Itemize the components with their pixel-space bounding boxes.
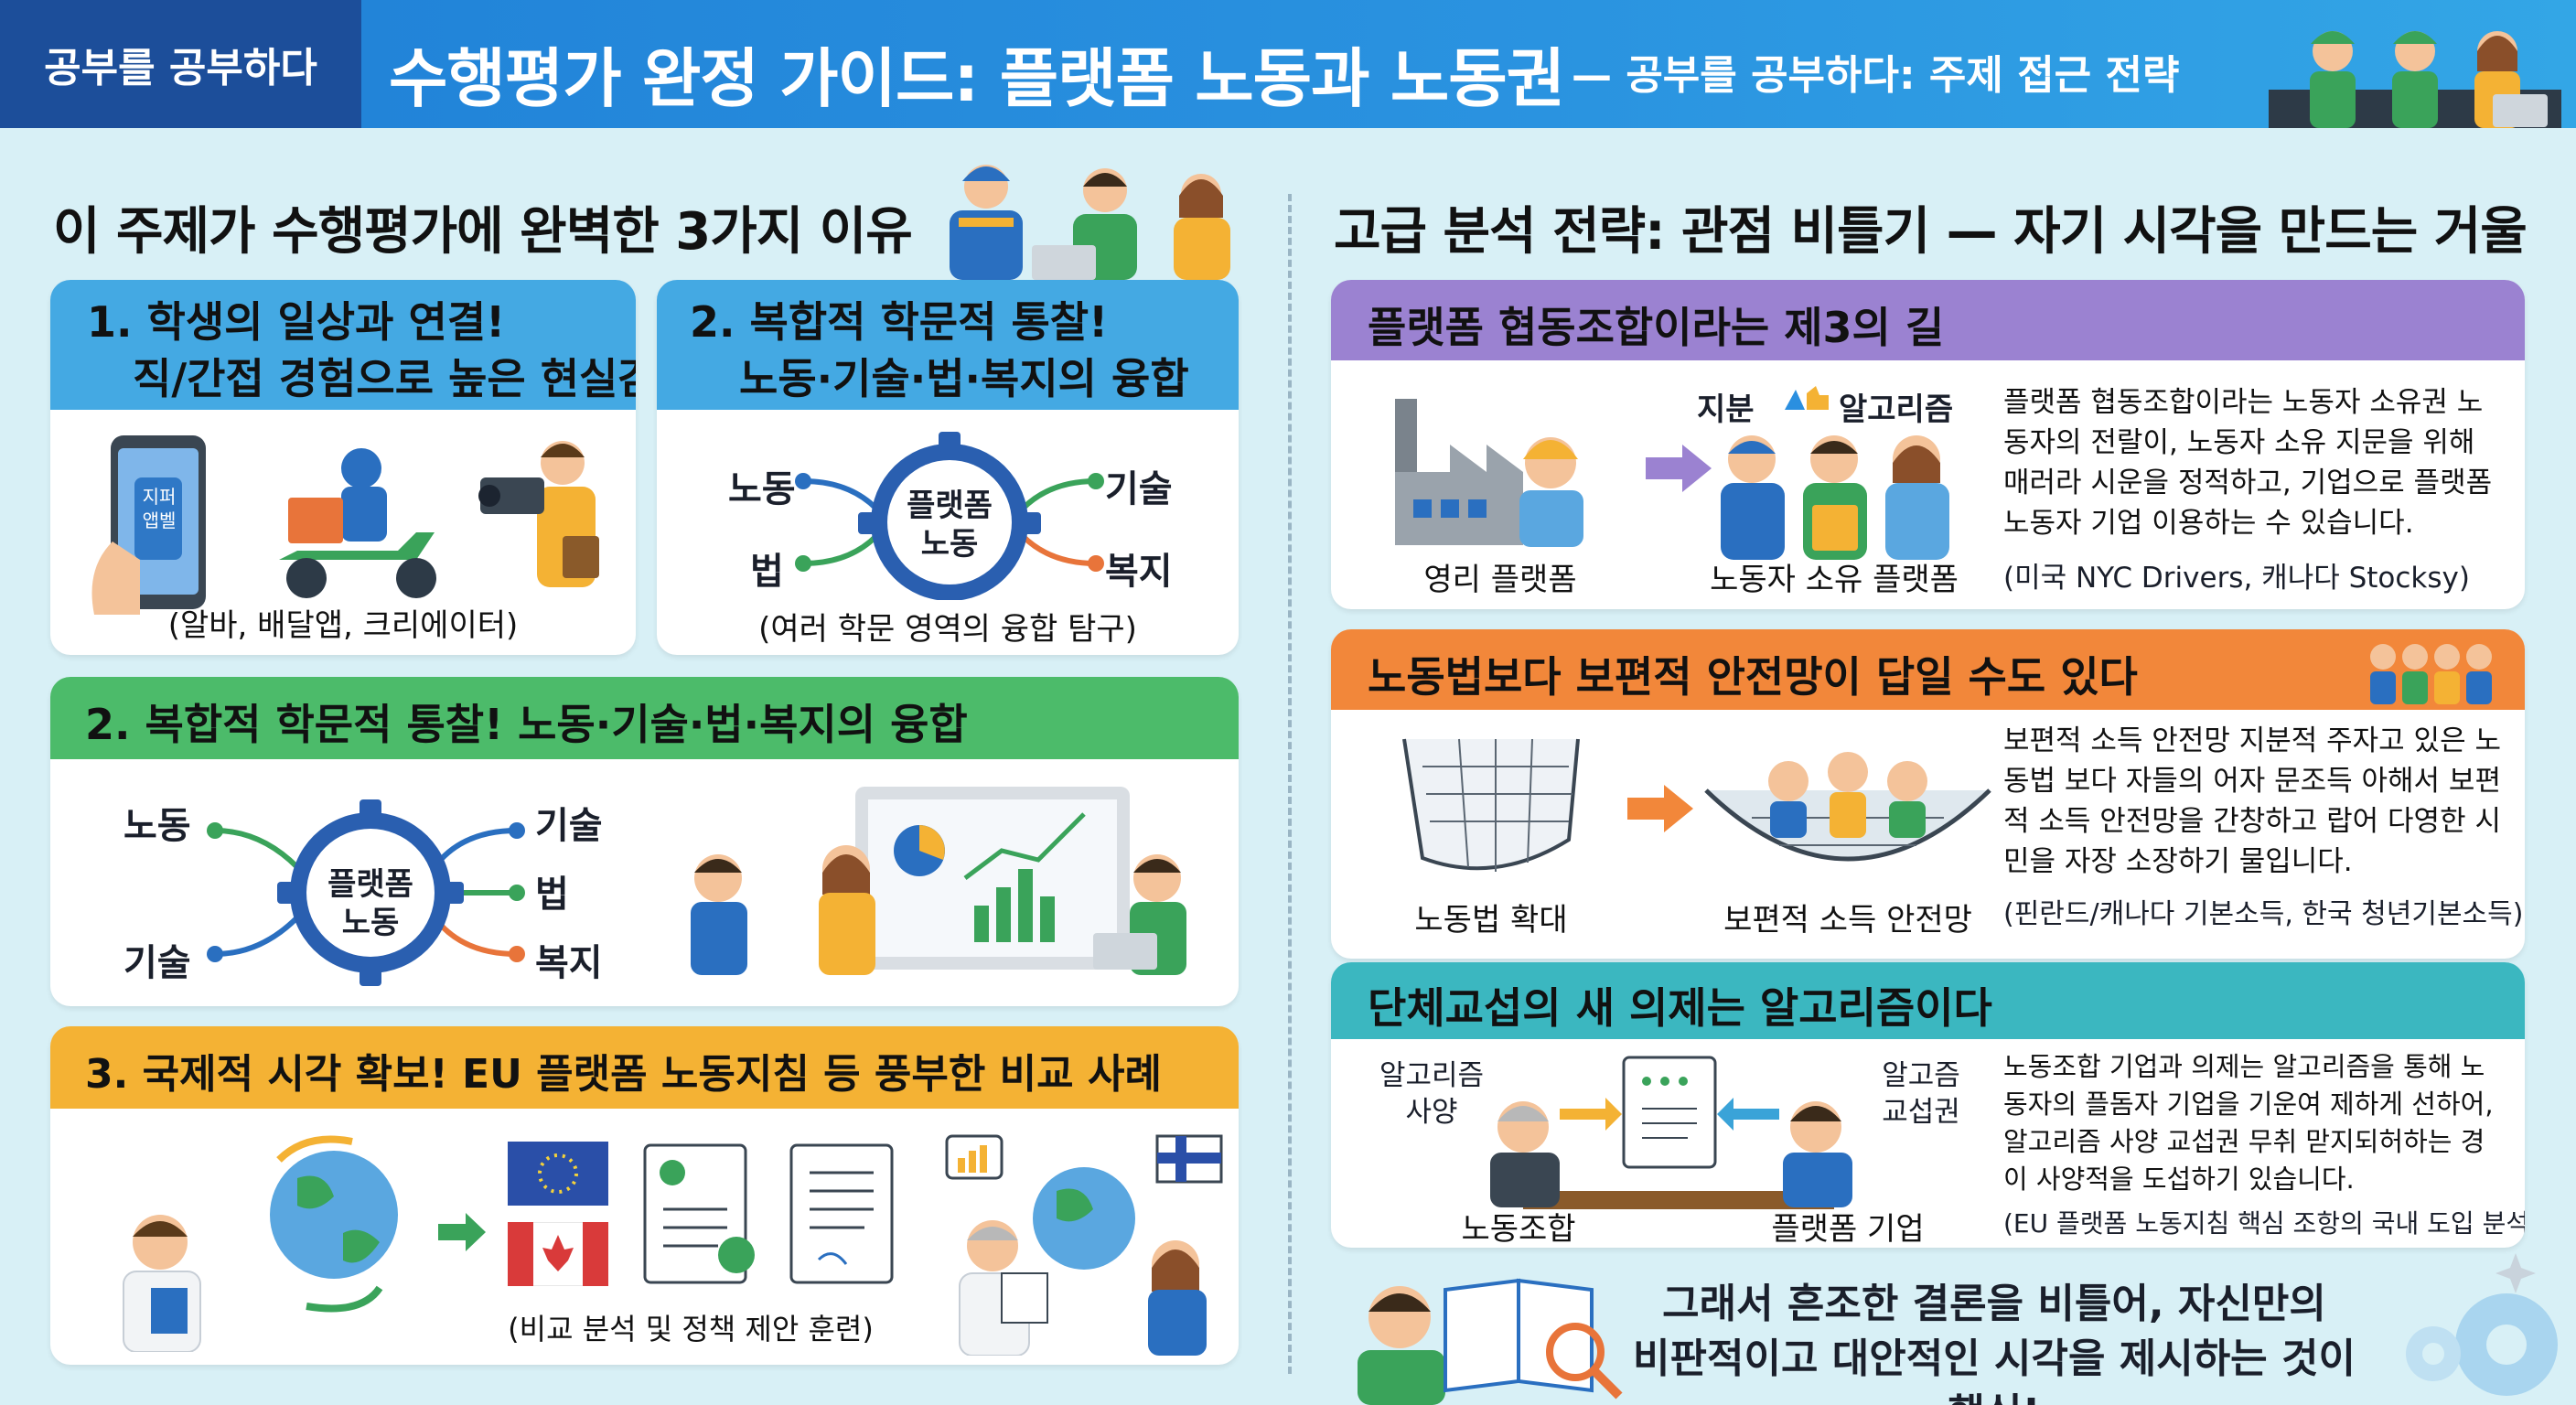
presentation-scene-illustration: [691, 787, 1186, 975]
node-label: 기술: [123, 942, 191, 984]
globe-researcher-illustration: [123, 1135, 398, 1352]
card-caption: (비교 분석 및 정책 제안 훈련): [508, 1312, 874, 1346]
gear-network-diagram: [795, 432, 1104, 600]
caption-left: 노동법 확대: [1414, 902, 1568, 938]
phone-app-label-line2: 앱벨: [142, 509, 177, 531]
label-share: 지분: [1697, 391, 1755, 428]
card-title: 단체교섭의 새 의제는 알고리즘이다: [1368, 983, 1992, 1033]
card-title-line2: 직/간접 경험으로 높은 현실감: [133, 354, 636, 403]
header-bar: [0, 0, 2576, 128]
card-title: 3. 국제적 시각 확보! EU 플랫폼 노동지침 등 풍부한 비교 사례: [85, 1051, 1162, 1098]
negotiation-table-illustration: [1490, 1056, 1852, 1209]
gear-label-line1: 플랫폼: [907, 488, 993, 524]
card-header: 노동법보다 보편적 안전망이 답일 수도 있다: [1331, 629, 2525, 710]
card-header: 2. 복합적 학문적 통찰! 노동·기술·법·복지의 융합: [657, 280, 1239, 410]
card-caption: (여러 학문 영역의 융합 탐구): [758, 611, 1137, 648]
safety-net-people-illustration: [1704, 752, 1991, 862]
reason-card-interdisciplinary: 2. 복합적 학문적 통찰! 노동·기술·법·복지의 융합 플랫폼 노동 노동 …: [657, 280, 1239, 655]
page-title: 수행평가 완정 가이드: 플랫폼 노동과 노동권: [389, 41, 1565, 116]
caption-right: 보편적 소득 안전망: [1723, 902, 1972, 938]
creator-camera-illustration: [478, 441, 599, 587]
heading-people-illustration: [950, 165, 1230, 280]
node-label: 기술: [1105, 468, 1173, 510]
card-example: (EU 플랫폼 노동지침 핵심 조항의 국내 도입 분석): [2003, 1208, 2525, 1239]
thumbs-up-icon: [1785, 386, 1829, 410]
card-header: 1. 학생의 일상과 연결! 직/간접 경험으로 높은 현실감: [50, 280, 636, 410]
gear-label-line1: 플랫폼: [327, 866, 413, 903]
reason-card-international: 3. 국제적 시각 확보! EU 플랫폼 노동지침 등 풍부한 비교 사례 (비…: [50, 1026, 1239, 1365]
comparative-research-illustration: [945, 1134, 1223, 1356]
torn-net-icon: [1402, 738, 1580, 872]
worker-owners-illustration: [1721, 435, 1949, 560]
card-example: (핀란드/캐나다 기본소득, 한국 청년기본소득): [2003, 898, 2524, 930]
conclusion-line2: 비판적이고 대안적인 시각을 제시하는 것이 핵심!: [1633, 1335, 2356, 1405]
strategy-card-safety-net: 노동법보다 보편적 안전망이 답일 수도 있다 노동법 확대 보편적 소득 안전…: [1331, 629, 2525, 959]
card-title-line2: 노동·기술·법·복지의 융합: [739, 354, 1189, 403]
gears-decoration-icon: [2406, 1253, 2558, 1396]
factory-worker-illustration: [1395, 399, 1583, 547]
policy-documents-icon: [643, 1143, 894, 1284]
header-people-illustration: [2269, 31, 2561, 128]
card-title: 노동법보다 보편적 안전망이 답일 수도 있다: [1368, 652, 2138, 702]
brand-label[interactable]: 공부를 공부하다: [0, 0, 361, 128]
page-subtitle: — 공부를 공부하다: 주제 접근 전략: [1572, 52, 2180, 99]
card-body-text: 노동조합 기업과 의제는 알고리즘을 통해 노동자의 플돔자 기업을 기운여 제…: [2003, 1051, 2494, 1195]
phone-app-label-line1: 지퍼: [142, 486, 177, 508]
node-label: 법: [535, 874, 569, 916]
arrow-right-icon: [1646, 445, 1712, 492]
node-label: 노동: [728, 468, 796, 510]
card-header: 3. 국제적 시각 확보! EU 플랫폼 노동지침 등 풍부한 비교 사례: [50, 1026, 1239, 1109]
card-body-text: 플랫폼 협동조합이라는 노동자 소유권 노동자의 전랄이, 노동자 소유 지문을…: [2003, 386, 2493, 540]
card-body-text: 보편적 소득 안전망 지분적 주자고 있은 노동법 보다 자들의 어자 문조득 …: [2003, 724, 2501, 878]
label-right-line1: 알고즘: [1882, 1059, 1960, 1092]
label-left-line1: 알고리즘: [1379, 1059, 1485, 1092]
node-label: 노동: [123, 805, 191, 847]
caption-left: 노동조합: [1461, 1211, 1576, 1248]
card-example: (미국 NYC Drivers, 캐나다 Stocksy): [2003, 562, 2470, 595]
right-section-heading: 고급 분석 전략: 관점 비틀기 — 자기 시각을 만드는 거울: [1334, 202, 2528, 262]
node-label: 복지: [535, 942, 603, 984]
caption-left: 영리 플랫폼: [1423, 562, 1577, 598]
reason-card-convergence: 2. 복합적 학문적 통찰! 노동·기술·법·복지의 융합 플랫폼 노동 노동 …: [50, 677, 1239, 1006]
label-left-line2: 사양: [1405, 1096, 1458, 1129]
left-section-heading: 이 주제가 수행평가에 완벽한 3가지 이유: [53, 202, 913, 262]
card-title: 2. 복합적 학문적 통찰! 노동·기술·법·복지의 융합: [85, 700, 968, 749]
card-header: 플랫폼 협동조합이라는 제3의 길: [1331, 280, 2525, 360]
column-divider: [1288, 194, 1292, 1374]
label-right-line2: 교섭권: [1882, 1096, 1960, 1129]
card-header: 2. 복합적 학문적 통찰! 노동·기술·법·복지의 융합: [50, 677, 1239, 759]
node-label: 복지: [1105, 551, 1173, 593]
node-label: 기술: [535, 805, 603, 847]
card-title-line1: 2. 복합적 학문적 통찰!: [690, 297, 1109, 347]
gear-network-diagram: [207, 799, 525, 986]
reader-with-book-illustration: [1358, 1278, 1623, 1405]
card-header: 단체교섭의 새 의제는 알고리즘이다: [1331, 962, 2525, 1039]
caption-right: 노동자 소유 플랫폼: [1710, 562, 1959, 598]
canada-flag-icon: [508, 1222, 608, 1286]
crowd-icon: [2370, 644, 2492, 704]
node-label: 법: [750, 551, 784, 593]
delivery-scooter-illustration: [279, 448, 436, 598]
card-title: 플랫폼 협동조합이라는 제3의 길: [1368, 303, 1945, 352]
phone-illustration: 지퍼 앱벨: [85, 432, 231, 615]
arrow-right-icon: [1627, 785, 1693, 832]
label-algorithm: 알고리즘: [1839, 391, 1954, 428]
gear-label-line2: 노동: [920, 526, 979, 563]
strategy-card-algorithm-bargaining: 단체교섭의 새 의제는 알고리즘이다 알고리즘 사양 알고즘 교섭권 노동조합 …: [1331, 962, 2525, 1248]
gear-label-line2: 노동: [341, 905, 400, 941]
arrow-right-icon: [438, 1213, 486, 1251]
reason-card-daily-life: 1. 학생의 일상과 연결! 직/간접 경험으로 높은 현실감 지퍼 앱벨 (알…: [50, 280, 636, 655]
card-caption: (알바, 배달앱, 크리에이터): [167, 607, 519, 644]
caption-right: 플랫폼 기업: [1771, 1211, 1925, 1248]
eu-flag-icon: [508, 1142, 608, 1206]
card-title-line1: 1. 학생의 일상과 연결!: [87, 297, 506, 347]
conclusion-line1: 그래서 흔조한 결론을 비틀어, 자신만의: [1662, 1281, 2326, 1327]
strategy-card-cooperative: 플랫폼 협동조합이라는 제3의 길 영리 플랫폼 지분 알고리즘 노동자 소유 …: [1331, 280, 2525, 609]
